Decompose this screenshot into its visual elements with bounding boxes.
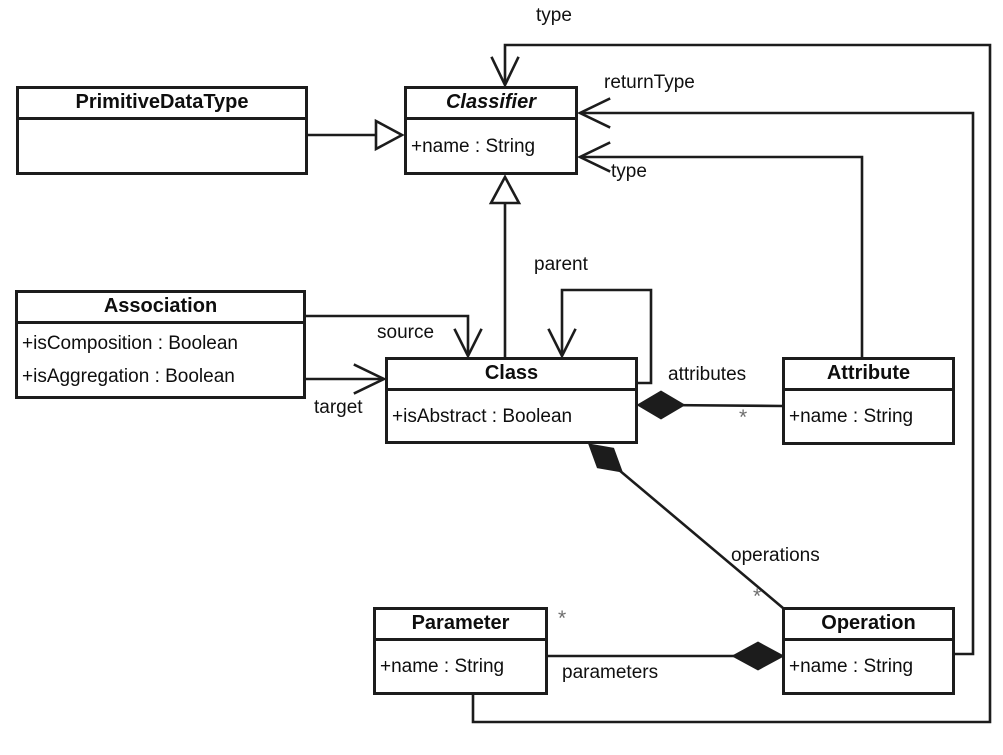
edge-label-source: source	[377, 322, 435, 343]
edge-label-attribute-type: type	[611, 161, 647, 182]
class-title: Class	[388, 360, 635, 391]
attribute-type-edge	[577, 141, 864, 359]
attribute-row: +isComposition : Boolean	[22, 333, 238, 354]
edge-label-return-type: returnType	[604, 72, 695, 93]
edge-label-target: target	[314, 397, 363, 418]
edge-label-parameter-type: type	[536, 5, 572, 26]
generalization-edge-class-classifier	[488, 174, 522, 358]
class-title: PrimitiveDataType	[19, 89, 305, 120]
attributes-compartment: +name : String	[407, 120, 575, 172]
class-title: Operation	[785, 610, 952, 641]
parent-self-edge	[547, 288, 653, 385]
edge-label-operations: operations	[731, 545, 820, 566]
attribute-row: +isAbstract : Boolean	[392, 405, 573, 427]
attributes-compartment: +name : String	[785, 391, 952, 442]
class-box-association: Association +isComposition : Boolean +is…	[15, 290, 306, 399]
attribute-row: +name : String	[789, 656, 914, 677]
attributes-compartment: +name : String	[376, 641, 545, 692]
generalization-edge-primitivedatatype-classifier	[306, 118, 405, 152]
class-box-parameter: Parameter +name : String	[373, 607, 548, 695]
class-title: Attribute	[785, 360, 952, 391]
class-title: Association	[18, 293, 303, 324]
class-box-operation: Operation +name : String	[782, 607, 955, 695]
target-edge	[304, 363, 387, 395]
multiplicity-operations: *	[753, 585, 762, 608]
edge-label-attributes: attributes	[668, 364, 747, 385]
class-box-primitivedatatype: PrimitiveDataType	[16, 86, 308, 175]
edge-label-parameters: parameters	[562, 662, 659, 683]
attribute-row: +name : String	[789, 406, 914, 427]
attributes-composition-edge	[636, 390, 784, 420]
multiplicity-attributes: *	[739, 406, 748, 429]
multiplicity-parameters: *	[558, 607, 567, 630]
class-title: Classifier	[407, 89, 575, 120]
attribute-row: +name : String	[411, 135, 536, 157]
attributes-compartment: +name : String	[785, 641, 952, 692]
attribute-row: +isAggregation : Boolean	[22, 366, 235, 387]
class-title: Parameter	[376, 610, 545, 641]
class-box-classifier: Classifier +name : String	[404, 86, 578, 175]
class-box-class: Class +isAbstract : Boolean	[385, 357, 638, 444]
edge-label-parent: parent	[534, 254, 588, 275]
return-type-edge	[577, 97, 975, 656]
parameter-type-edge	[471, 43, 992, 724]
source-edge	[304, 314, 483, 359]
operations-composition-edge	[588, 443, 785, 610]
attributes-compartment: +isComposition : Boolean +isAggregation …	[18, 324, 303, 396]
attributes-compartment	[19, 120, 305, 172]
attributes-compartment: +isAbstract : Boolean	[388, 391, 635, 441]
class-box-attribute: Attribute +name : String	[782, 357, 955, 445]
attribute-row: +name : String	[380, 656, 505, 677]
